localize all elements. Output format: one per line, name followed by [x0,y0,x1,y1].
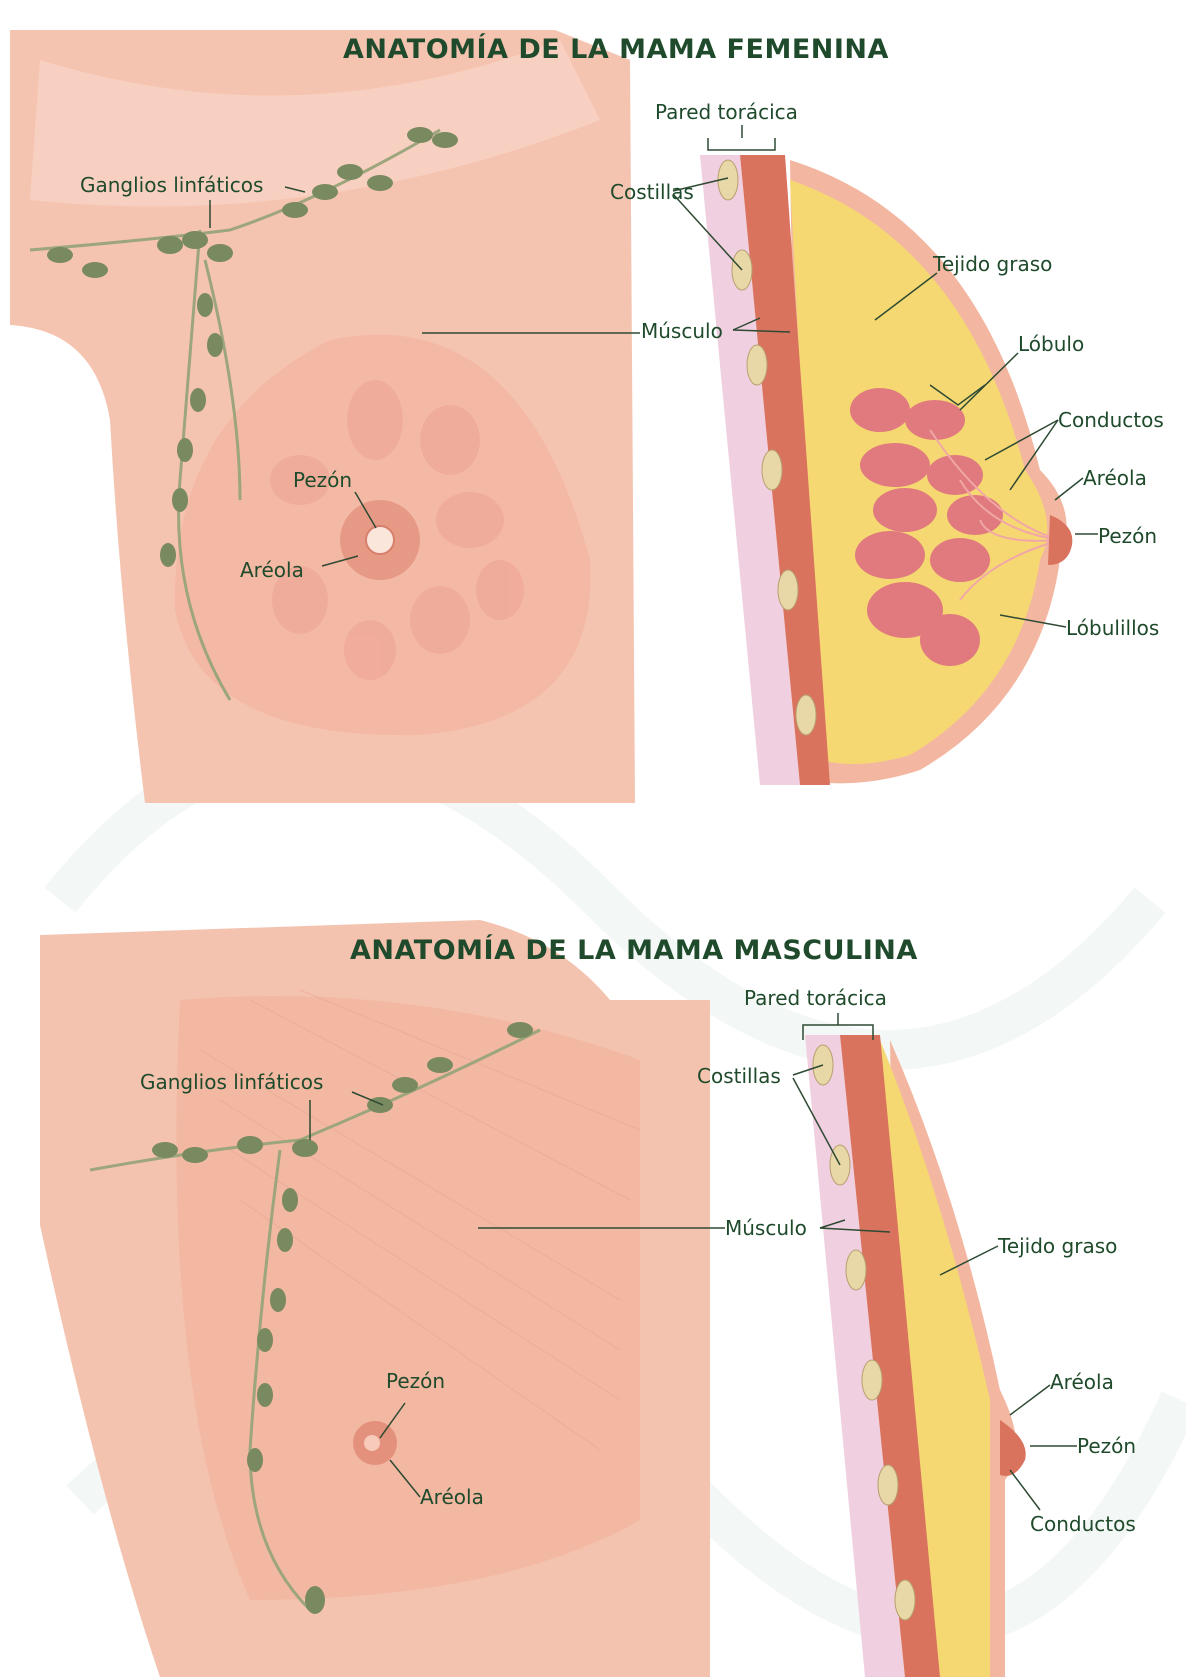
male-label-ganglios: Ganglios linfáticos [140,1072,323,1092]
female-label-costillas: Costillas [610,182,694,202]
male-label-pared: Pared torácica [744,988,887,1008]
male-label-areola-side: Aréola [1050,1372,1114,1392]
male-front-view [40,920,710,1677]
female-label-tejido: Tejido graso [933,254,1052,274]
male-label-musculo: Músculo [725,1218,807,1238]
female-label-pezon-front: Pezón [293,470,352,490]
female-nipple [366,526,394,554]
male-nipple [364,1435,380,1451]
male-side-view [805,1035,1026,1677]
female-label-conductos: Conductos [1058,410,1164,430]
male-label-pezon-front: Pezón [386,1371,445,1391]
male-label-conductos: Conductos [1030,1514,1136,1534]
male-label-costillas: Costillas [697,1066,781,1086]
male-title: ANATOMÍA DE LA MAMA MASCULINA [350,935,918,966]
female-label-areola-side: Aréola [1083,468,1147,488]
female-label-musculo: Músculo [641,321,723,341]
female-label-ganglios: Ganglios linfáticos [80,175,263,195]
female-side-view [700,155,1072,785]
female-label-lobulillos: Lóbulillos [1066,618,1159,638]
male-label-areola-front: Aréola [420,1487,484,1507]
male-label-tejido: Tejido graso [998,1236,1117,1256]
female-title: ANATOMÍA DE LA MAMA FEMENINA [343,34,889,65]
female-label-areola-front: Aréola [240,560,304,580]
female-label-pared: Pared torácica [655,102,798,122]
female-label-lobulo: Lóbulo [1018,334,1084,354]
female-label-pezon-side: Pezón [1098,526,1157,546]
female-front-view [10,30,635,803]
female-side-nipple [1048,515,1072,565]
male-label-pezon-side: Pezón [1077,1436,1136,1456]
